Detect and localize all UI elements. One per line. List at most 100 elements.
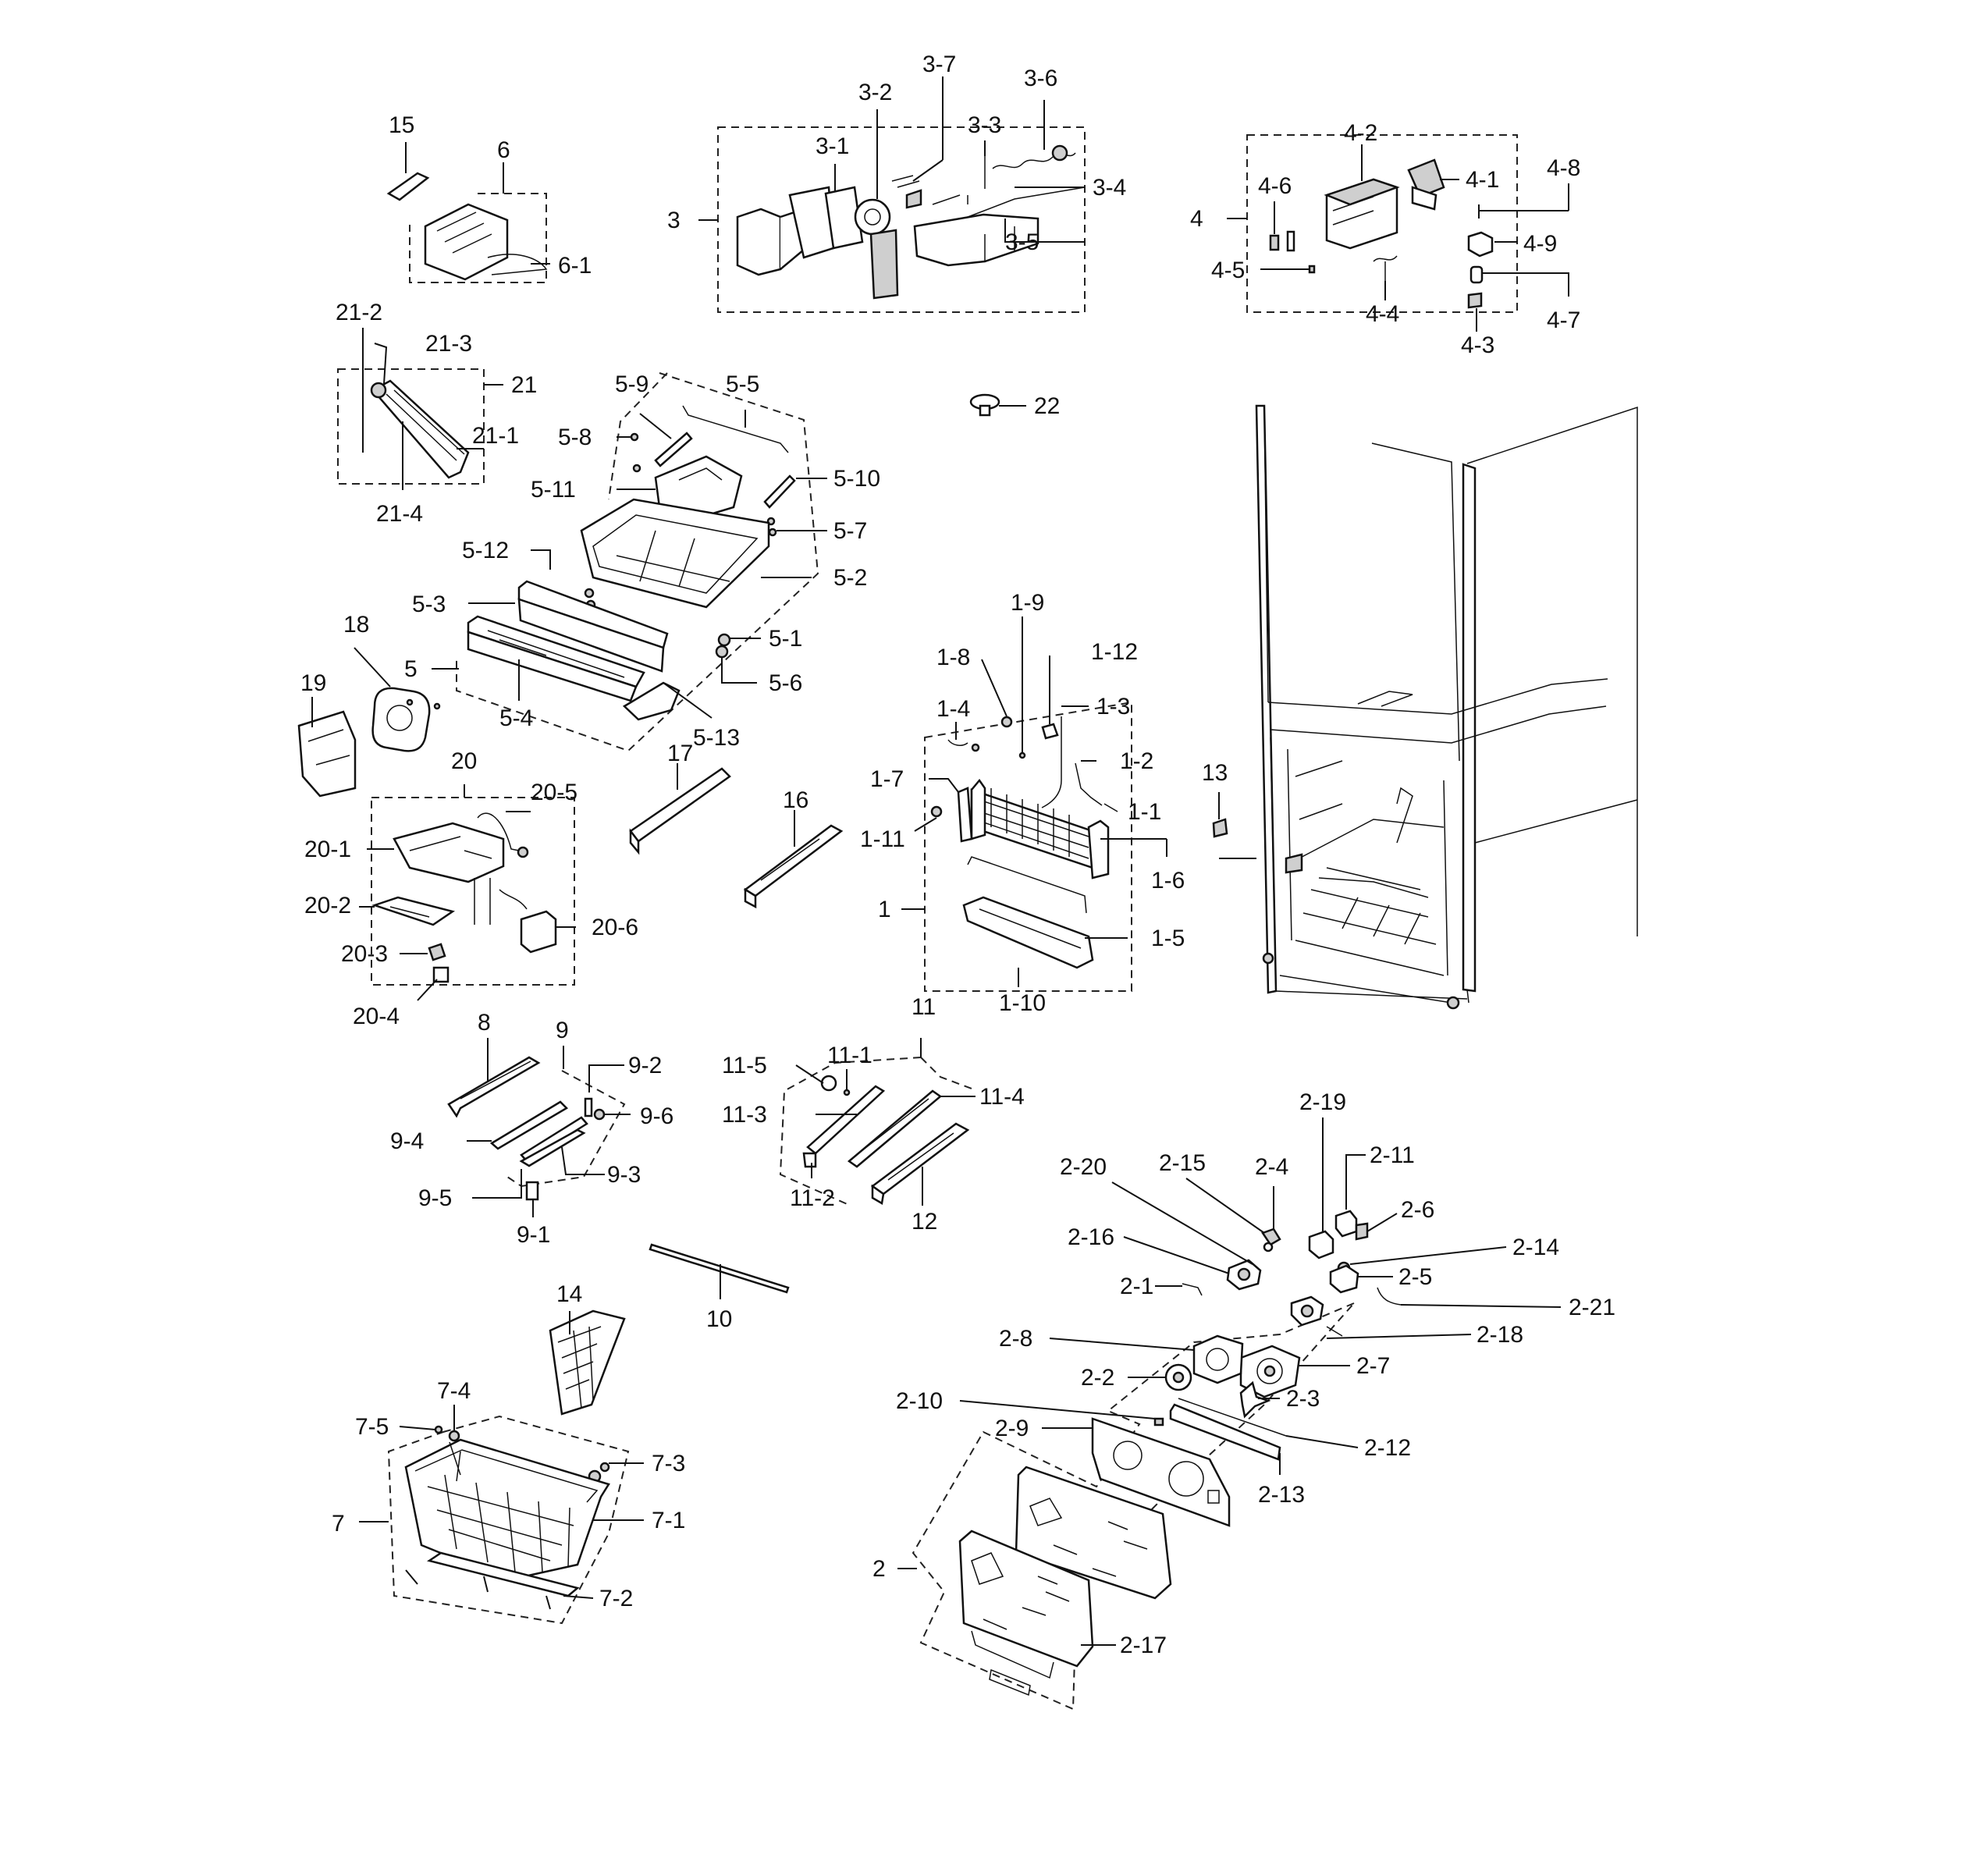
part-11-3-rail xyxy=(802,1085,886,1168)
label-2-17: 2-17 xyxy=(1120,1633,1167,1658)
part-2-18-line xyxy=(1326,1326,1343,1337)
label-21-4: 21-4 xyxy=(376,501,423,527)
label-4-3: 4-3 xyxy=(1461,332,1494,358)
part-7-1-basket xyxy=(404,1438,610,1582)
part-2-3-fan-blade xyxy=(1239,1380,1271,1419)
part-2-20-fan-mount xyxy=(1290,1295,1324,1327)
label-20-6: 20-6 xyxy=(592,915,638,940)
label-5-5: 5-5 xyxy=(726,371,759,397)
part-4-2-housing xyxy=(1324,178,1400,250)
label-5-3: 5-3 xyxy=(412,592,446,617)
label-2-20: 2-20 xyxy=(1060,1154,1107,1180)
part-4-7-cylinder xyxy=(1469,265,1484,284)
part-1-3-tube xyxy=(1041,716,1062,808)
label-4: 4 xyxy=(1190,206,1203,232)
label-14: 14 xyxy=(556,1281,582,1307)
label-2-2: 2-2 xyxy=(1081,1365,1114,1391)
label-3-7: 3-7 xyxy=(922,52,956,77)
part-2-5-motor-mount xyxy=(1329,1264,1359,1294)
label-2-6: 2-6 xyxy=(1401,1197,1434,1223)
label-21-2: 21-2 xyxy=(336,300,382,325)
label-3: 3 xyxy=(667,208,681,233)
part-1-2-pipe xyxy=(1075,762,1103,806)
label-3-5: 3-5 xyxy=(1005,229,1039,255)
label-2-12: 2-12 xyxy=(1364,1435,1411,1461)
label-2-5: 2-5 xyxy=(1398,1264,1432,1290)
label-1-12: 1-12 xyxy=(1091,639,1138,665)
part-5-5-bar xyxy=(682,405,789,453)
label-4-2: 4-2 xyxy=(1344,120,1377,146)
label-1-8: 1-8 xyxy=(936,645,970,670)
part-5-8-screw xyxy=(630,432,641,473)
label-2-10: 2-10 xyxy=(896,1388,943,1414)
part-1-7-bracket xyxy=(957,787,973,843)
label-7-1: 7-1 xyxy=(652,1508,685,1533)
part-2-16-motor-mount xyxy=(1226,1259,1262,1291)
label-20-1: 20-1 xyxy=(304,837,351,862)
part-7-2-rail xyxy=(426,1551,580,1597)
label-5-10: 5-10 xyxy=(833,466,880,492)
part-10-rod xyxy=(649,1243,790,1294)
part-4-5-pin xyxy=(1260,265,1316,274)
label-2-15: 2-15 xyxy=(1159,1150,1206,1176)
label-21-3: 21-3 xyxy=(425,331,472,357)
refrigerator-cabinet xyxy=(1255,404,1638,1010)
part-5-1-damper xyxy=(715,633,731,659)
part-13-stopper xyxy=(1212,818,1228,838)
part-20-4-tab xyxy=(432,966,450,983)
part-1-12-block xyxy=(1041,723,1059,740)
part-20-2-tray xyxy=(371,896,455,926)
part-2-2-fan xyxy=(1164,1363,1192,1391)
part-20-6-box xyxy=(499,889,557,954)
label-4-7: 4-7 xyxy=(1547,307,1580,333)
label-17: 17 xyxy=(667,741,693,766)
callout-labels: 15 6 6-1 3 3-1 3-2 3-3 3-4 3-5 3-6 3-7 4… xyxy=(300,52,1615,1658)
label-1-5: 1-5 xyxy=(1151,926,1185,951)
label-1-2: 1-2 xyxy=(1120,748,1153,774)
label-5-11: 5-11 xyxy=(531,477,576,503)
part-3-2-motor xyxy=(854,198,899,300)
label-5-12: 5-12 xyxy=(462,538,509,563)
label-1-4: 1-4 xyxy=(936,696,970,722)
label-9-2: 9-2 xyxy=(628,1053,662,1078)
part-2-19-bracket xyxy=(1308,1230,1334,1260)
label-20: 20 xyxy=(451,748,477,774)
label-1-1: 1-1 xyxy=(1128,799,1161,825)
part-21-duct xyxy=(370,379,470,479)
label-4-4: 4-4 xyxy=(1366,301,1399,327)
label-16: 16 xyxy=(783,787,808,813)
label-5: 5 xyxy=(404,656,418,682)
label-21: 21 xyxy=(511,372,537,398)
part-4-9-cap xyxy=(1467,231,1494,258)
part-9-2-bracket xyxy=(584,1097,593,1117)
label-3-2: 3-2 xyxy=(858,80,892,105)
part-14-panel xyxy=(549,1309,626,1416)
label-11: 11 xyxy=(912,994,936,1020)
label-5-6: 5-6 xyxy=(769,670,802,696)
label-20-4: 20-4 xyxy=(353,1004,400,1029)
part-11-5-knob xyxy=(820,1075,837,1092)
label-2-8: 2-8 xyxy=(999,1326,1032,1352)
label-2-13: 2-13 xyxy=(1258,1482,1305,1508)
label-2-4: 2-4 xyxy=(1255,1154,1288,1180)
part-15-bracket xyxy=(386,172,430,201)
label-20-2: 20-2 xyxy=(304,893,351,918)
label-7-5: 7-5 xyxy=(355,1414,389,1440)
part-18-cup xyxy=(371,687,431,752)
part-2-9-shroud xyxy=(1091,1417,1231,1527)
part-5-11-tray xyxy=(654,455,743,523)
part-22-cap xyxy=(969,393,1000,417)
part-9-6-screw xyxy=(593,1108,606,1121)
part-1-11-screw xyxy=(930,805,943,818)
part-4-1-actuator xyxy=(1407,158,1445,211)
label-7-2: 7-2 xyxy=(599,1586,633,1611)
label-9-1: 9-1 xyxy=(517,1222,550,1248)
label-1-9: 1-9 xyxy=(1011,590,1044,616)
label-4-6: 4-6 xyxy=(1258,173,1292,199)
part-2-1-clip xyxy=(1182,1283,1203,1296)
part-9-3-slide xyxy=(519,1116,588,1167)
part-2-7-fan-motor xyxy=(1239,1345,1301,1398)
part-5-10-rod xyxy=(763,474,796,509)
part-1-10-tray xyxy=(962,896,1094,969)
